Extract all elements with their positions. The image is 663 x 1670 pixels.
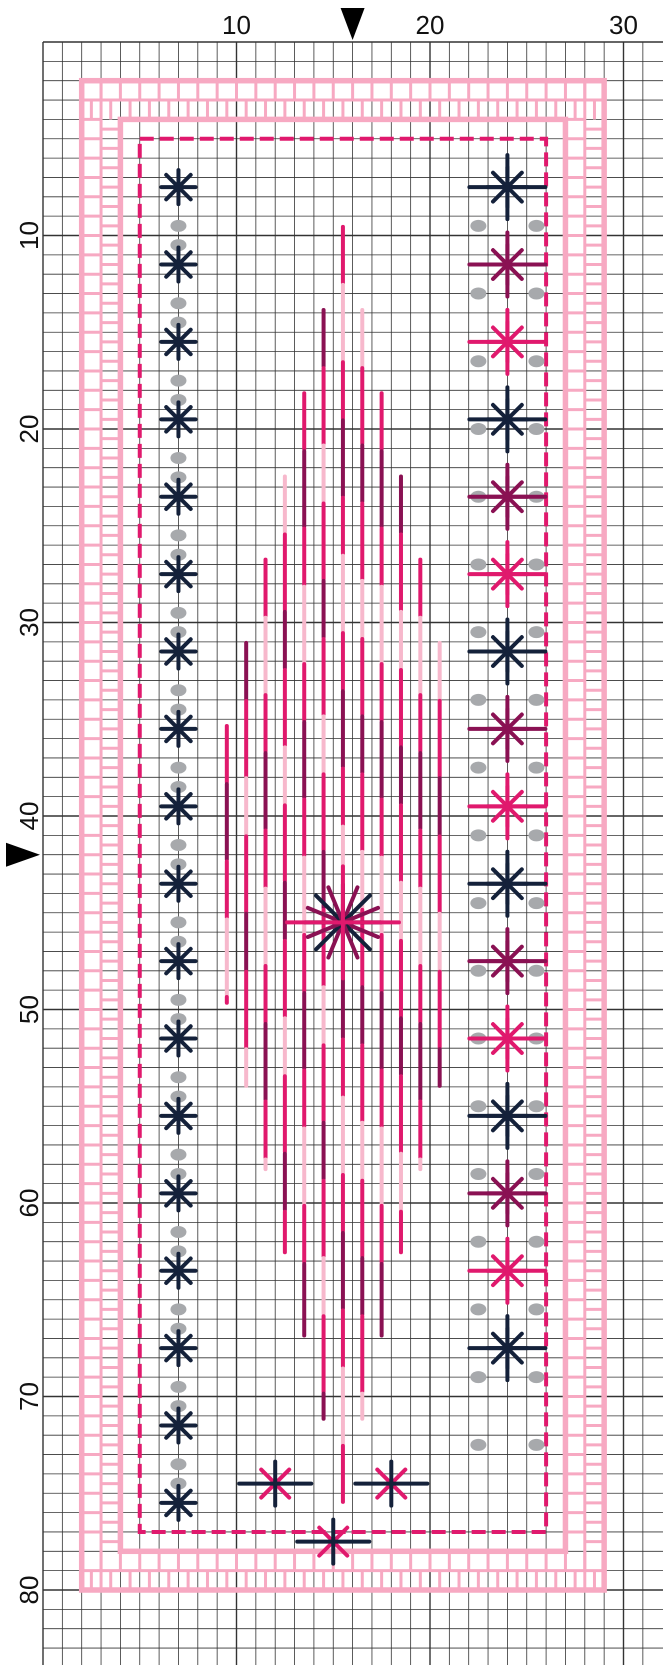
top-axis-label: 20 [416, 10, 445, 40]
left-axis-label: 60 [14, 1189, 44, 1218]
french-knot [170, 684, 186, 696]
left-axis-label: 80 [14, 1576, 44, 1605]
top-axis-label: 10 [222, 10, 251, 40]
french-knot [170, 607, 186, 619]
french-knot [528, 288, 544, 300]
left-star-stitch [161, 789, 195, 823]
french-knot [528, 1439, 544, 1451]
french-knot [170, 839, 186, 851]
french-knot [470, 626, 486, 638]
french-knot [170, 994, 186, 1006]
french-knot [470, 1168, 486, 1180]
french-knot [528, 423, 544, 435]
left-star-stitch [161, 1254, 195, 1288]
left-star-stitch [161, 1176, 195, 1210]
top-axis-label: 30 [609, 10, 638, 40]
french-knot [170, 916, 186, 928]
french-knot [470, 694, 486, 706]
left-star-stitch [161, 944, 195, 978]
french-knot [528, 1371, 544, 1383]
french-knot [170, 529, 186, 541]
french-knot [170, 220, 186, 232]
french-knot [170, 452, 186, 464]
left-axis-label: 70 [14, 1382, 44, 1411]
french-knot [528, 355, 544, 367]
french-knot [528, 897, 544, 909]
french-knot [528, 558, 544, 570]
french-knot [470, 1371, 486, 1383]
left-star-stitch [161, 635, 195, 669]
left-star-stitch [161, 325, 195, 359]
french-knot [470, 897, 486, 909]
french-knot [528, 220, 544, 232]
left-star-stitch [161, 1409, 195, 1443]
french-knot [170, 1226, 186, 1238]
french-knot [470, 355, 486, 367]
left-axis-label: 40 [14, 802, 44, 831]
french-knot [470, 1439, 486, 1451]
left-star-stitch [161, 867, 195, 901]
bottom-star-stitch [239, 1462, 311, 1506]
french-knot [170, 762, 186, 774]
french-knot [170, 1149, 186, 1161]
french-knot [170, 375, 186, 387]
french-knot [470, 423, 486, 435]
french-knot [170, 1458, 186, 1470]
left-star-stitch [161, 480, 195, 514]
center-row-marker [6, 843, 40, 867]
left-star-stitch [161, 712, 195, 746]
left-axis-label: 20 [14, 415, 44, 444]
french-knot [470, 558, 486, 570]
french-knot [470, 829, 486, 841]
french-knot [470, 220, 486, 232]
french-knot [528, 694, 544, 706]
french-knot [470, 1303, 486, 1315]
french-knot [528, 965, 544, 977]
french-knot [470, 1100, 486, 1112]
left-star-stitch [161, 1099, 195, 1133]
bottom-star-stitch [355, 1462, 427, 1506]
left-star-stitch [161, 557, 195, 591]
french-knot [470, 965, 486, 977]
left-star-stitch [161, 1486, 195, 1520]
left-axis-label: 10 [14, 221, 44, 250]
french-knot [528, 1168, 544, 1180]
french-knot [470, 288, 486, 300]
left-axis-label: 30 [14, 608, 44, 637]
center-column-marker [341, 8, 365, 40]
french-knot [170, 1381, 186, 1393]
french-knot [528, 762, 544, 774]
french-knot [528, 829, 544, 841]
left-axis-label: 50 [14, 995, 44, 1024]
french-knot [170, 1071, 186, 1083]
left-star-stitch [161, 1022, 195, 1056]
left-star-stitch [161, 1331, 195, 1365]
left-star-stitch [161, 248, 195, 282]
french-knot [528, 626, 544, 638]
french-knot [470, 1236, 486, 1248]
french-knot [170, 1303, 186, 1315]
left-star-stitch [161, 402, 195, 436]
french-knot [528, 1236, 544, 1248]
french-knot [470, 762, 486, 774]
french-knot [528, 1303, 544, 1315]
french-knot [528, 1100, 544, 1112]
left-star-stitch [161, 170, 195, 204]
french-knot [170, 297, 186, 309]
bottom-star-stitch [297, 1520, 369, 1564]
